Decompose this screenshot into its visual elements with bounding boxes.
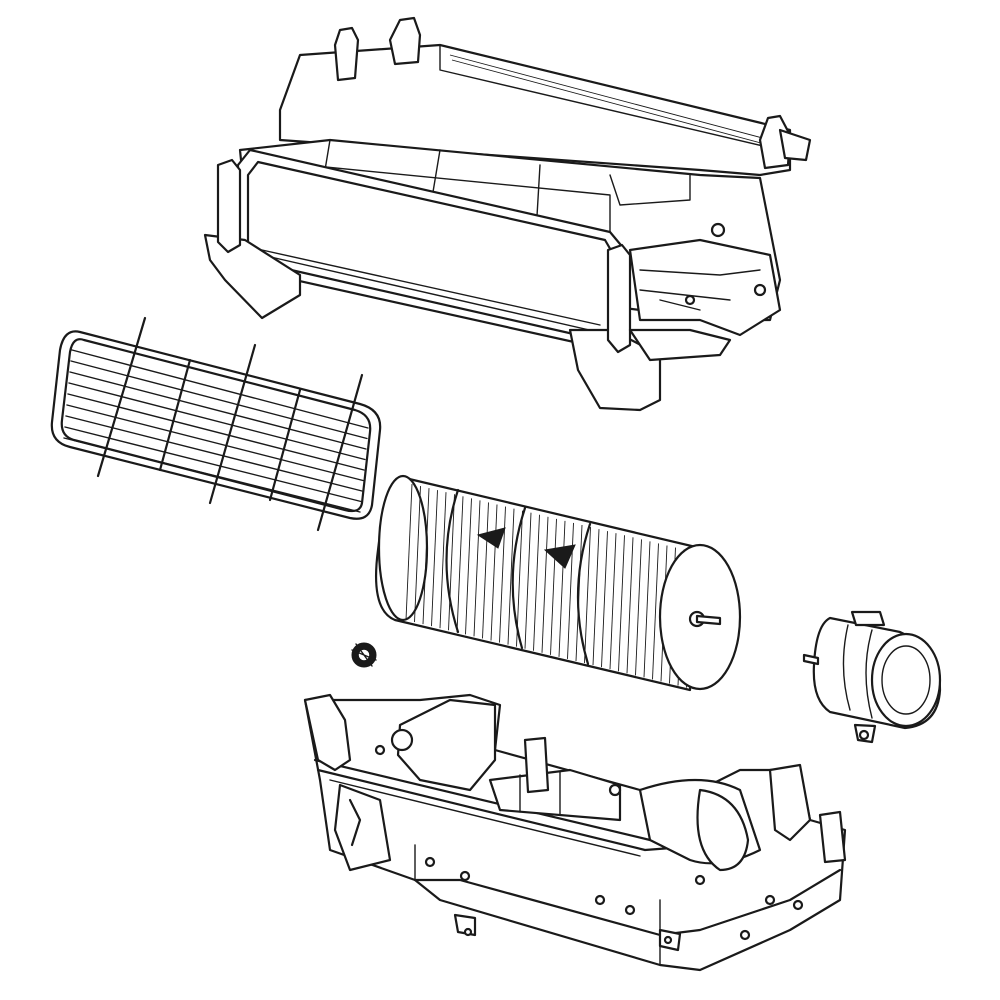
blower-blade bbox=[593, 529, 599, 665]
blower-blade bbox=[619, 535, 625, 671]
grille-bar bbox=[69, 383, 365, 460]
grille-bar bbox=[71, 361, 367, 439]
blower-blade bbox=[627, 537, 633, 673]
blower-blade bbox=[602, 531, 608, 667]
grille-bar bbox=[68, 394, 364, 470]
blower-blade bbox=[491, 505, 497, 641]
blower-blade bbox=[466, 498, 472, 634]
blower-blade bbox=[525, 513, 531, 649]
grille-bar bbox=[70, 372, 366, 449]
hub-nut bbox=[352, 643, 376, 667]
blower-blade bbox=[432, 490, 438, 626]
blower-blade bbox=[483, 502, 489, 638]
blower-blade bbox=[440, 492, 446, 628]
blower-blade bbox=[423, 488, 429, 624]
blower-blade bbox=[644, 541, 650, 677]
upper-housing bbox=[205, 18, 810, 410]
grille bbox=[52, 318, 380, 530]
blower-blade bbox=[610, 533, 616, 669]
blower-blade bbox=[653, 543, 659, 679]
blower-blade bbox=[542, 517, 548, 653]
blower-blade bbox=[559, 521, 565, 657]
grille-bar bbox=[64, 438, 360, 512]
blower-blade bbox=[508, 509, 514, 645]
blower-blade bbox=[457, 496, 463, 632]
grille-bar bbox=[65, 427, 361, 502]
blower-blade bbox=[406, 484, 412, 620]
blower-blade bbox=[585, 527, 591, 663]
grille-bar bbox=[66, 416, 362, 491]
grille-bar bbox=[72, 350, 368, 428]
blower-blade bbox=[551, 519, 557, 655]
blower-blade bbox=[636, 539, 642, 675]
blower-blade bbox=[534, 515, 540, 651]
blower-blade bbox=[474, 500, 480, 636]
blower-blade bbox=[415, 486, 421, 622]
blower-blade bbox=[449, 494, 455, 630]
blower-wheel bbox=[376, 476, 740, 690]
fan-motor bbox=[804, 612, 940, 742]
lower-housing bbox=[305, 695, 845, 970]
